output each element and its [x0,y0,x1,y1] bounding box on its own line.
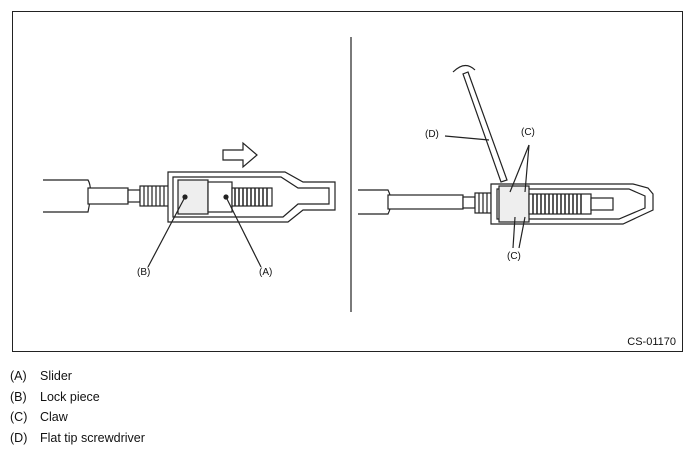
legend-text: Lock piece [40,389,100,404]
legend-item: (C) Claw [10,407,145,428]
legend-item: (D) Flat tip screwdriver [10,428,145,449]
legend-key: (C) [10,410,28,424]
callout-a: (A) [259,267,272,278]
illustration-frame: (B) (A) [12,11,683,352]
legend-text: Claw [40,410,68,424]
callout-c-top: (C) [521,127,535,138]
screwdriver-icon [452,64,508,183]
right-panel-connector [358,64,654,249]
legend-key: (D) [10,430,28,445]
claw-block [498,185,530,223]
callout-b: (B) [137,267,150,278]
figure-code: CS-01170 [627,336,676,348]
legend-item: (B) Lock piece [10,387,145,408]
callout-c-bottom: (C) [507,251,521,262]
left-thread [139,185,171,207]
legend: (A) Slider (B) Lock piece (C) Claw (D) F… [10,366,145,448]
legend-key: (B) [10,389,27,404]
legend-item: (A) Slider [10,366,145,387]
callout-d: (D) [425,129,439,140]
legend-text: Slider [40,369,72,383]
direction-arrow-icon [222,141,258,169]
cable-connector-diagram: (B) (A) [43,37,654,312]
left-spring [231,187,273,207]
right-spring [528,193,592,215]
left-panel-connector [43,141,336,268]
legend-key: (A) [10,369,27,383]
legend-text: Flat tip screwdriver [40,430,145,445]
